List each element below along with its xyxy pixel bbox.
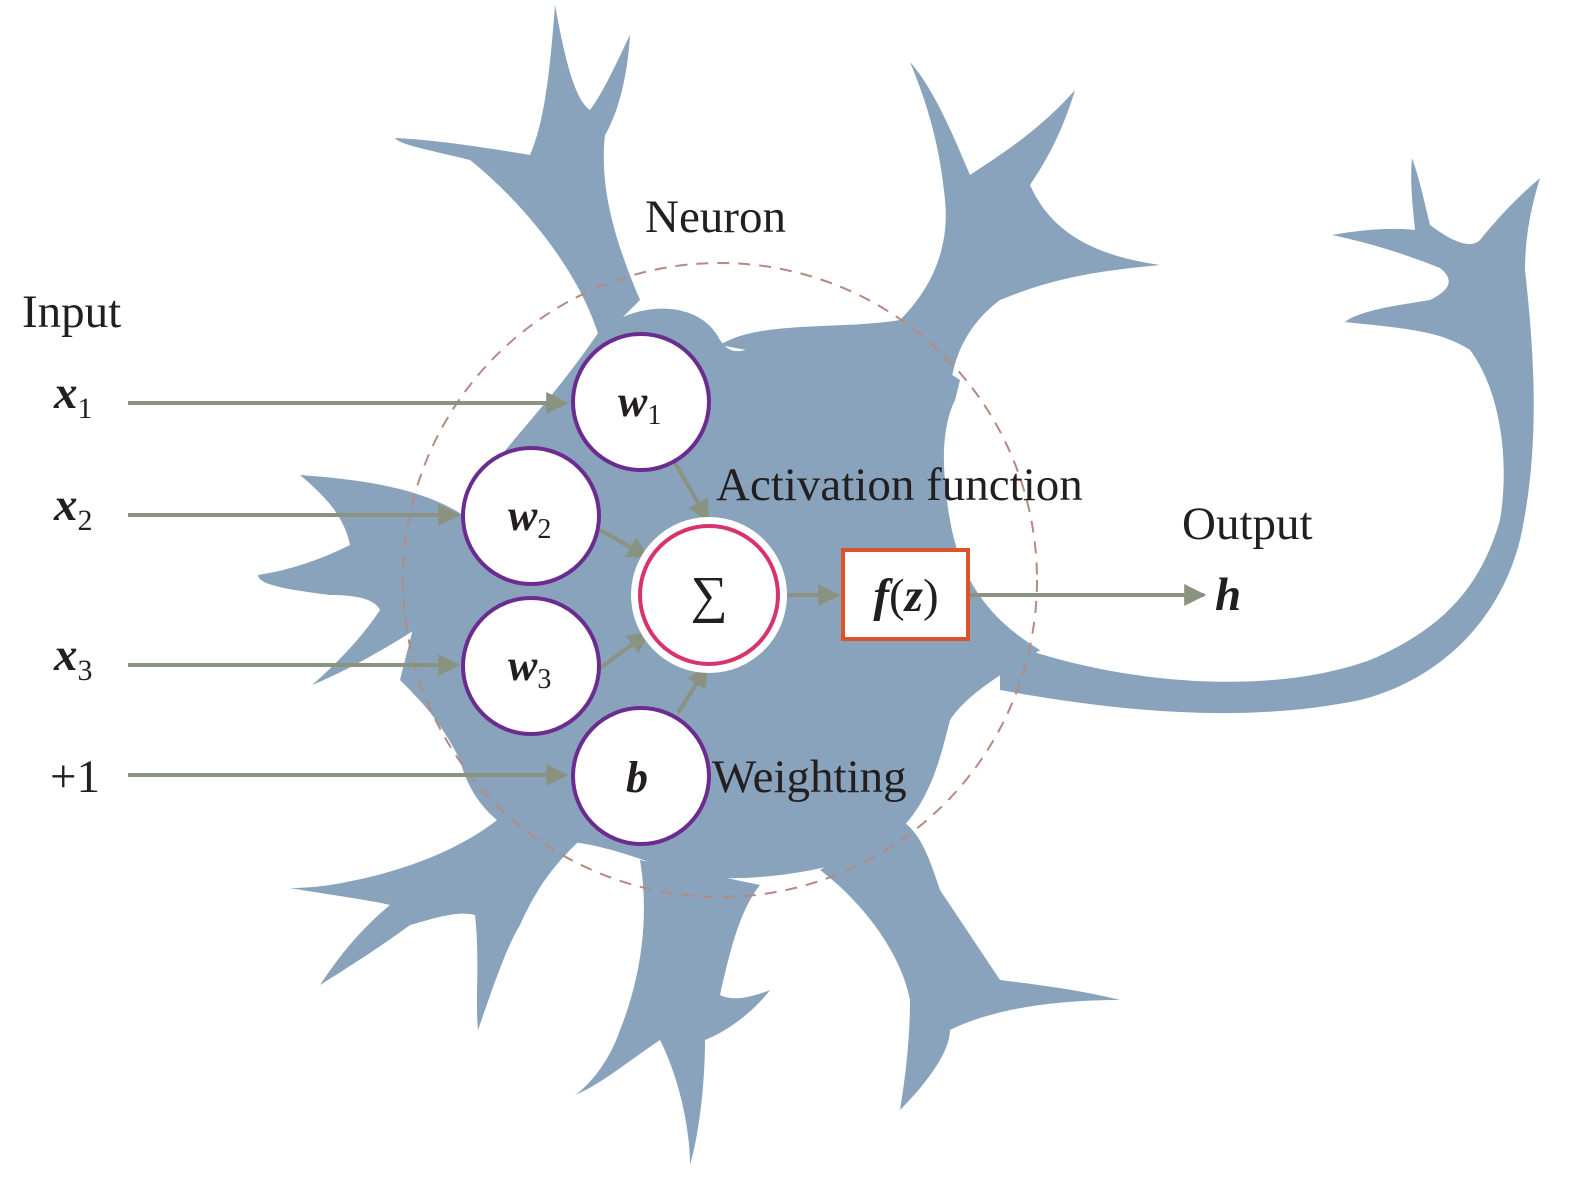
activation-function-label: Activation function xyxy=(716,459,1083,511)
svg-text:b: b xyxy=(626,753,648,802)
summation-node: ∑ xyxy=(631,517,787,673)
output-label: Output xyxy=(1182,498,1313,550)
neuron-shape xyxy=(258,5,1540,1165)
neuron-label: Neuron xyxy=(645,191,786,243)
arrow-b-sum xyxy=(676,665,709,715)
svg-text:w1: w1 xyxy=(618,377,661,431)
input-bias: +1 xyxy=(50,751,100,803)
bias-b-node: b xyxy=(571,706,711,846)
arrow-w3-sum xyxy=(598,631,650,670)
weighting-label: Weighting xyxy=(712,751,907,803)
sum-symbol: ∑ xyxy=(690,567,727,624)
weight-w3-node: w3 xyxy=(461,596,601,736)
activation-function-box: f(z) xyxy=(841,548,970,641)
arrow-w1-sum xyxy=(673,461,710,522)
neuron-boundary-dashed-circle xyxy=(402,262,1038,898)
input-arrows xyxy=(128,392,569,786)
weight-w2-node: w2 xyxy=(461,446,601,586)
input-label: Input xyxy=(22,286,121,338)
arrow-w2-sum xyxy=(599,528,650,559)
input-x3: x3 xyxy=(53,629,93,687)
input-x2: x2 xyxy=(53,479,93,537)
svg-text:w3: w3 xyxy=(508,641,551,695)
weight-to-sum-arrows xyxy=(598,461,710,715)
weight-w1-node: w1 xyxy=(571,332,711,472)
svg-text:f(z): f(z) xyxy=(873,570,938,622)
svg-text:w2: w2 xyxy=(508,491,551,545)
input-x1: x1 xyxy=(53,367,93,425)
output-h: h xyxy=(1215,569,1241,621)
